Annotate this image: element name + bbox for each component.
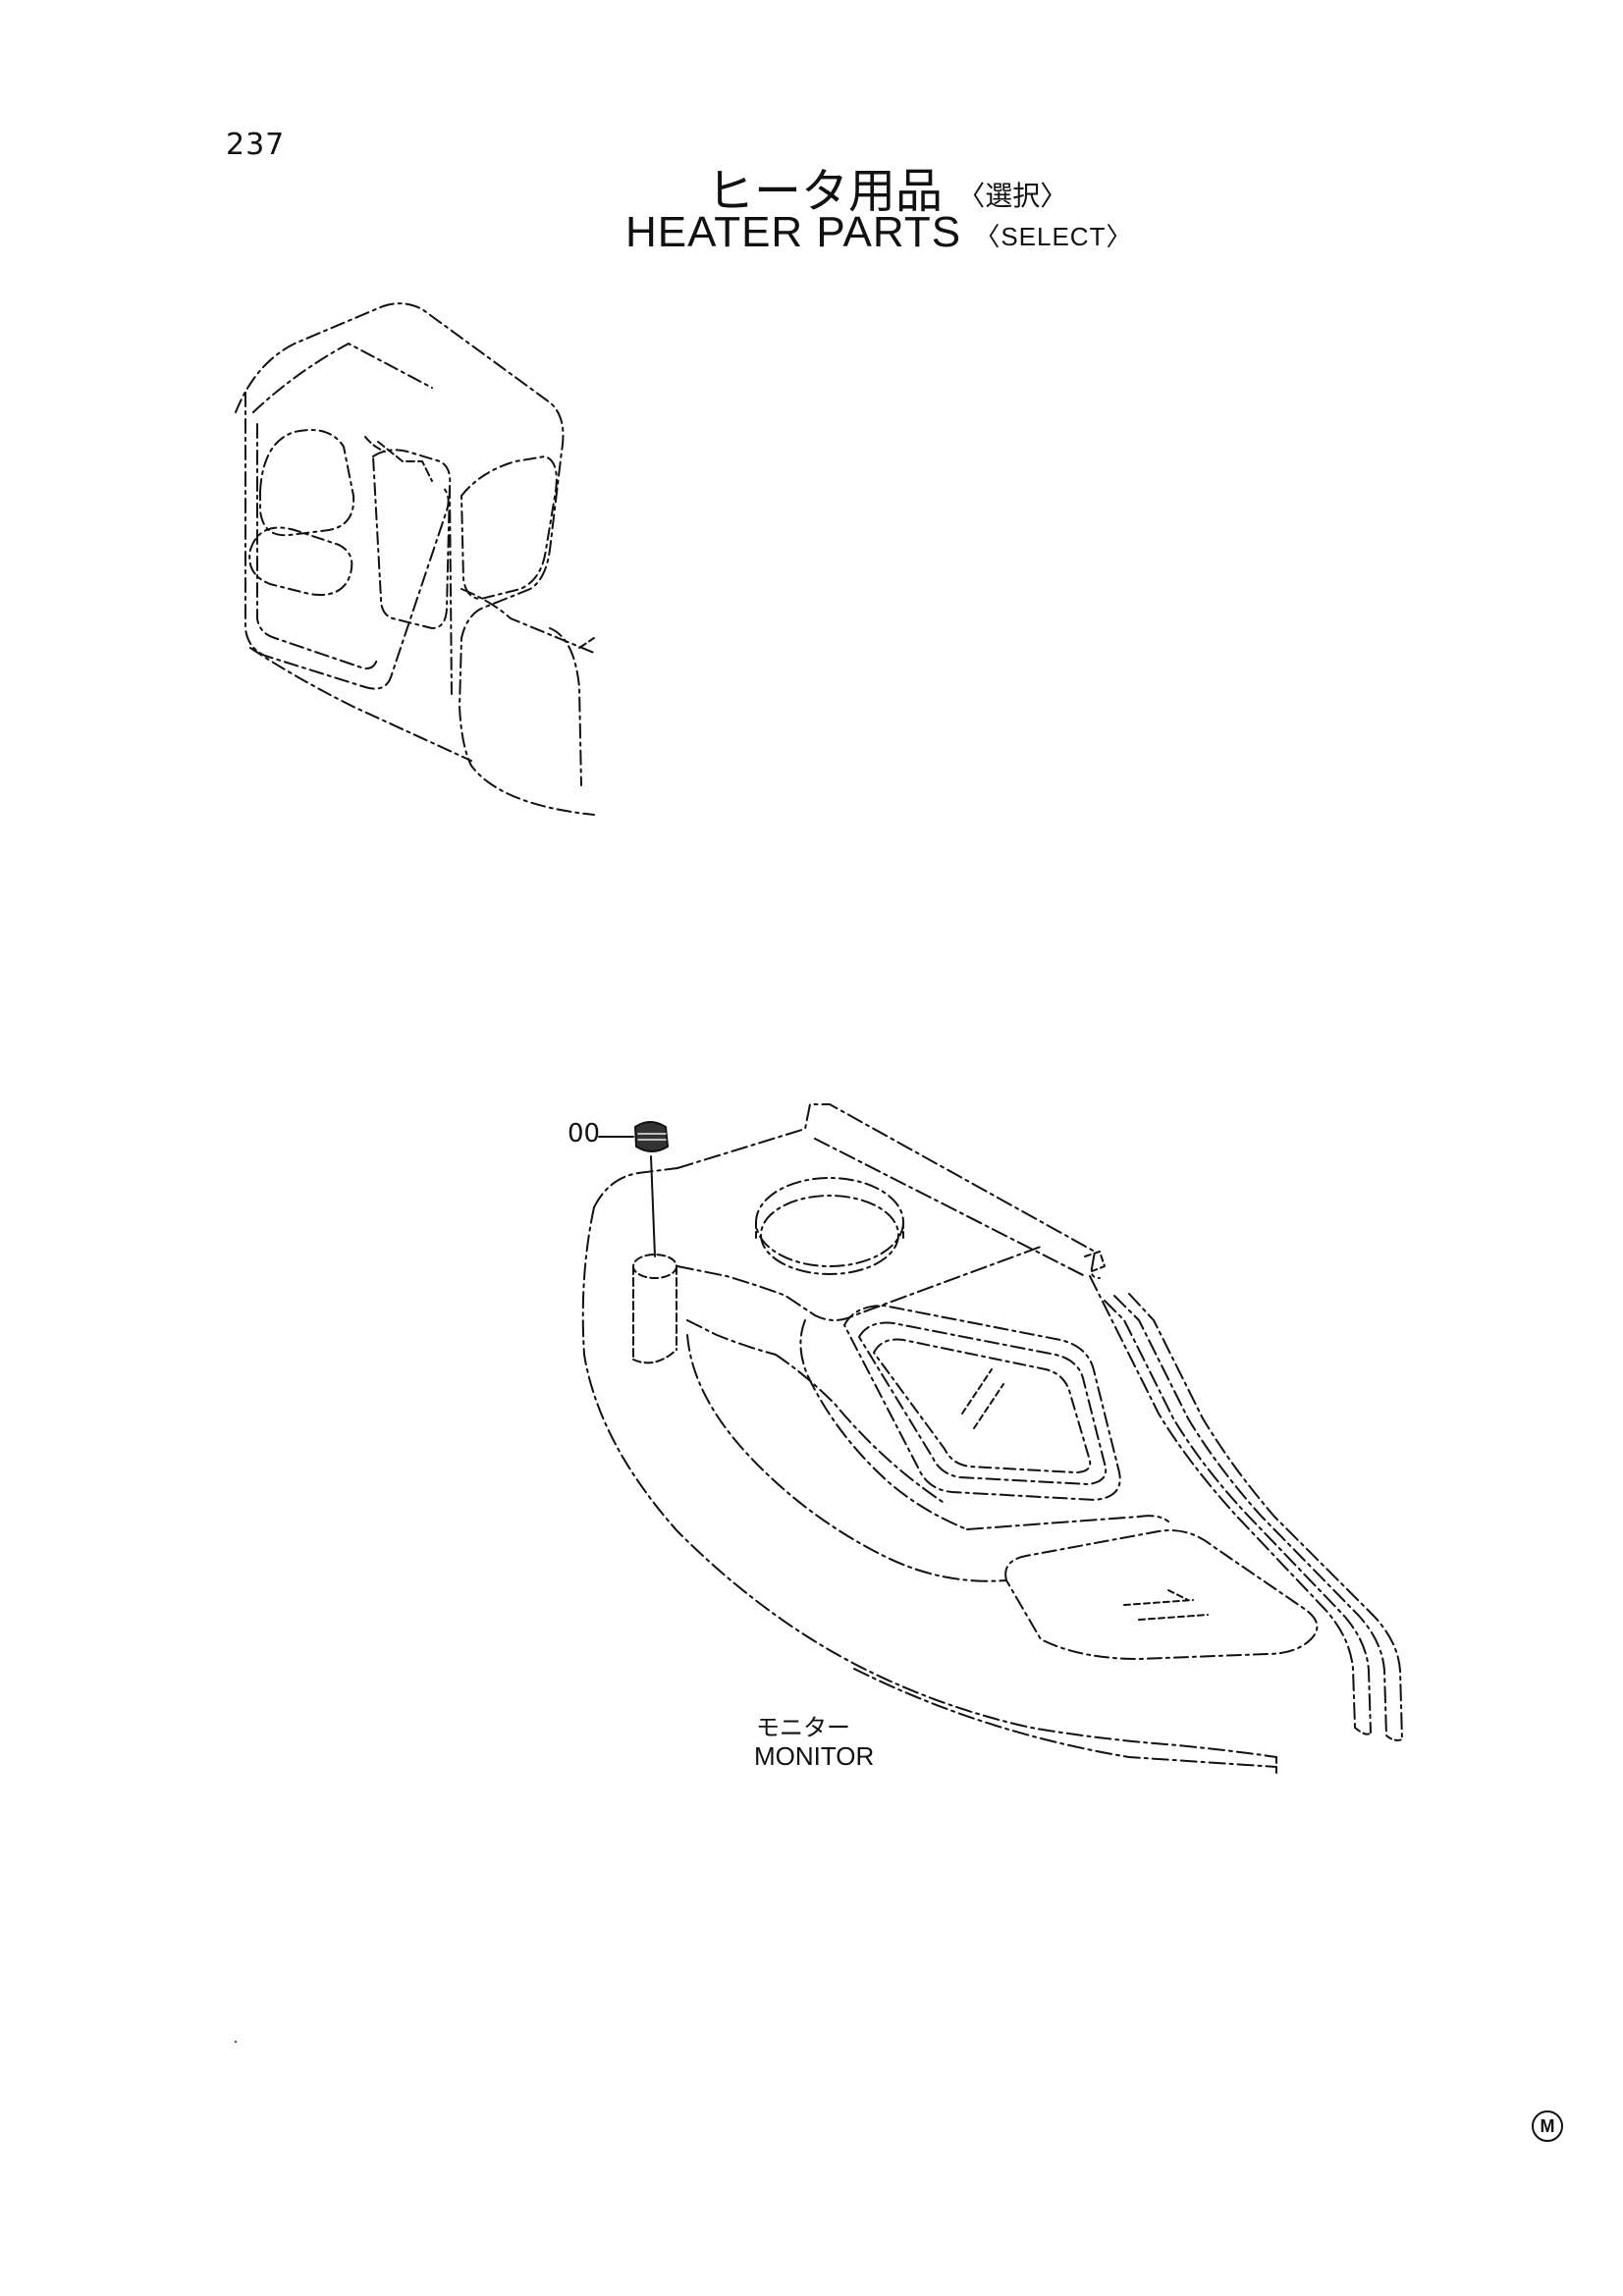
title-japanese: ヒータ用品 〈選択〉: [707, 152, 1067, 221]
title-english-sub: 〈SELECT〉: [974, 221, 1133, 251]
title-japanese-main: ヒータ用品: [707, 164, 944, 219]
monitor-label-japanese: モニター: [756, 1714, 850, 1741]
circled-m-mark: M: [1532, 2110, 1563, 2142]
page-number: 237: [226, 128, 286, 162]
title-english: HEATER PARTS 〈SELECT〉: [625, 208, 1132, 257]
monitor-panel-drawing: [581, 1103, 1403, 1778]
cab-overview-drawing: [235, 302, 595, 816]
monitor-label-english: MONITOR: [754, 1741, 875, 1771]
title-japanese-sub: 〈選択〉: [957, 180, 1068, 212]
title-english-main: HEATER PARTS: [625, 208, 962, 256]
part-00-drawing: [598, 1121, 669, 1257]
part-ref-label: 00: [568, 1119, 601, 1148]
